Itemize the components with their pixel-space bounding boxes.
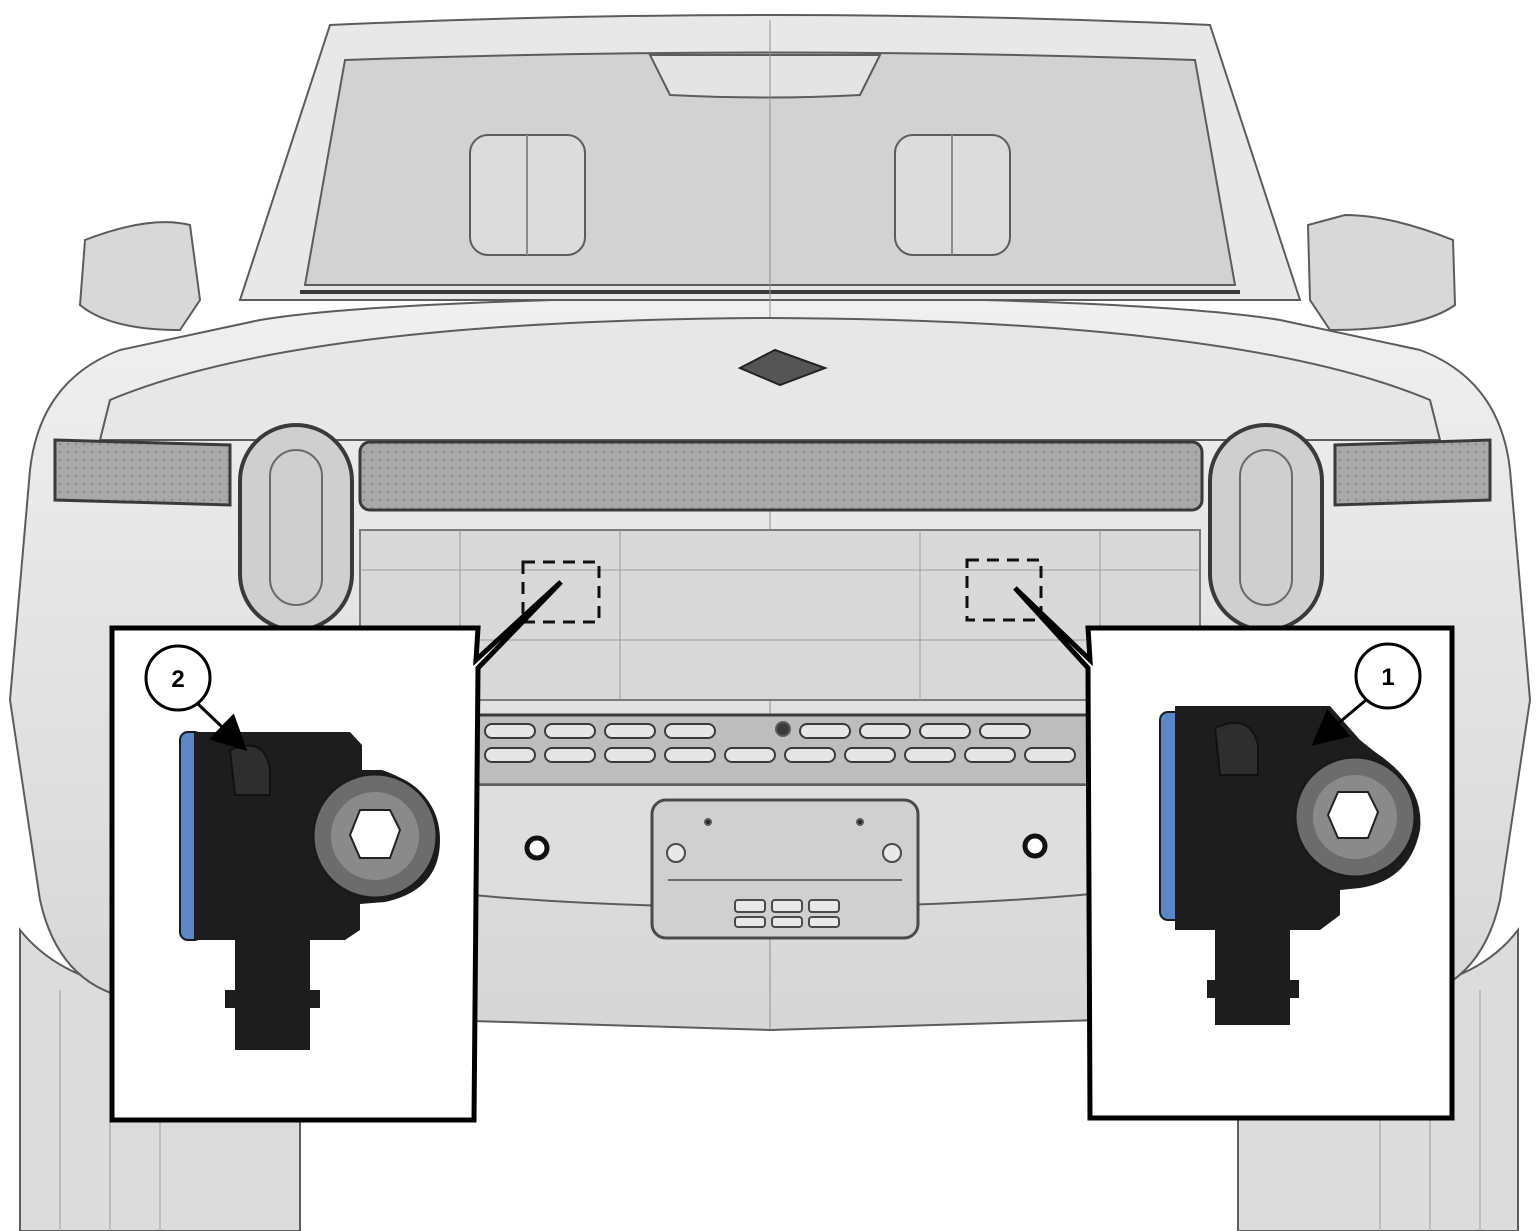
front-light-bar — [358, 440, 1204, 512]
right-headlight — [1208, 423, 1324, 632]
callout-circle-icon: 1 — [1354, 642, 1422, 710]
impact-sensor-icon — [179, 731, 440, 1050]
callout-number-2: 2 — [171, 666, 184, 693]
leader-arrow-icon — [1311, 698, 1367, 746]
right-side-mirror — [1306, 213, 1457, 332]
callout-circle-icon: 2 — [144, 644, 212, 712]
tow-point-left — [524, 835, 550, 861]
front-structure — [359, 529, 1201, 701]
detail-callout-right: 1 — [1013, 586, 1455, 1121]
left-headlight — [238, 423, 354, 632]
impact-sensor-icon — [1159, 706, 1421, 1025]
license-plate-bracket — [650, 798, 920, 940]
leader-arrow-icon — [196, 702, 248, 752]
left-marker-light — [53, 438, 232, 507]
rearview-mirror — [648, 54, 882, 99]
left-side-mirror — [78, 221, 202, 332]
detail-callout-left: 2 — [109, 580, 563, 1123]
tow-point-right — [1022, 833, 1048, 859]
sensor-location-right-marker — [965, 558, 1043, 622]
hood-emblem — [737, 348, 828, 387]
callout-number-1: 1 — [1381, 664, 1394, 691]
sensor-location-left-marker — [521, 560, 601, 624]
right-marker-light — [1333, 438, 1492, 507]
